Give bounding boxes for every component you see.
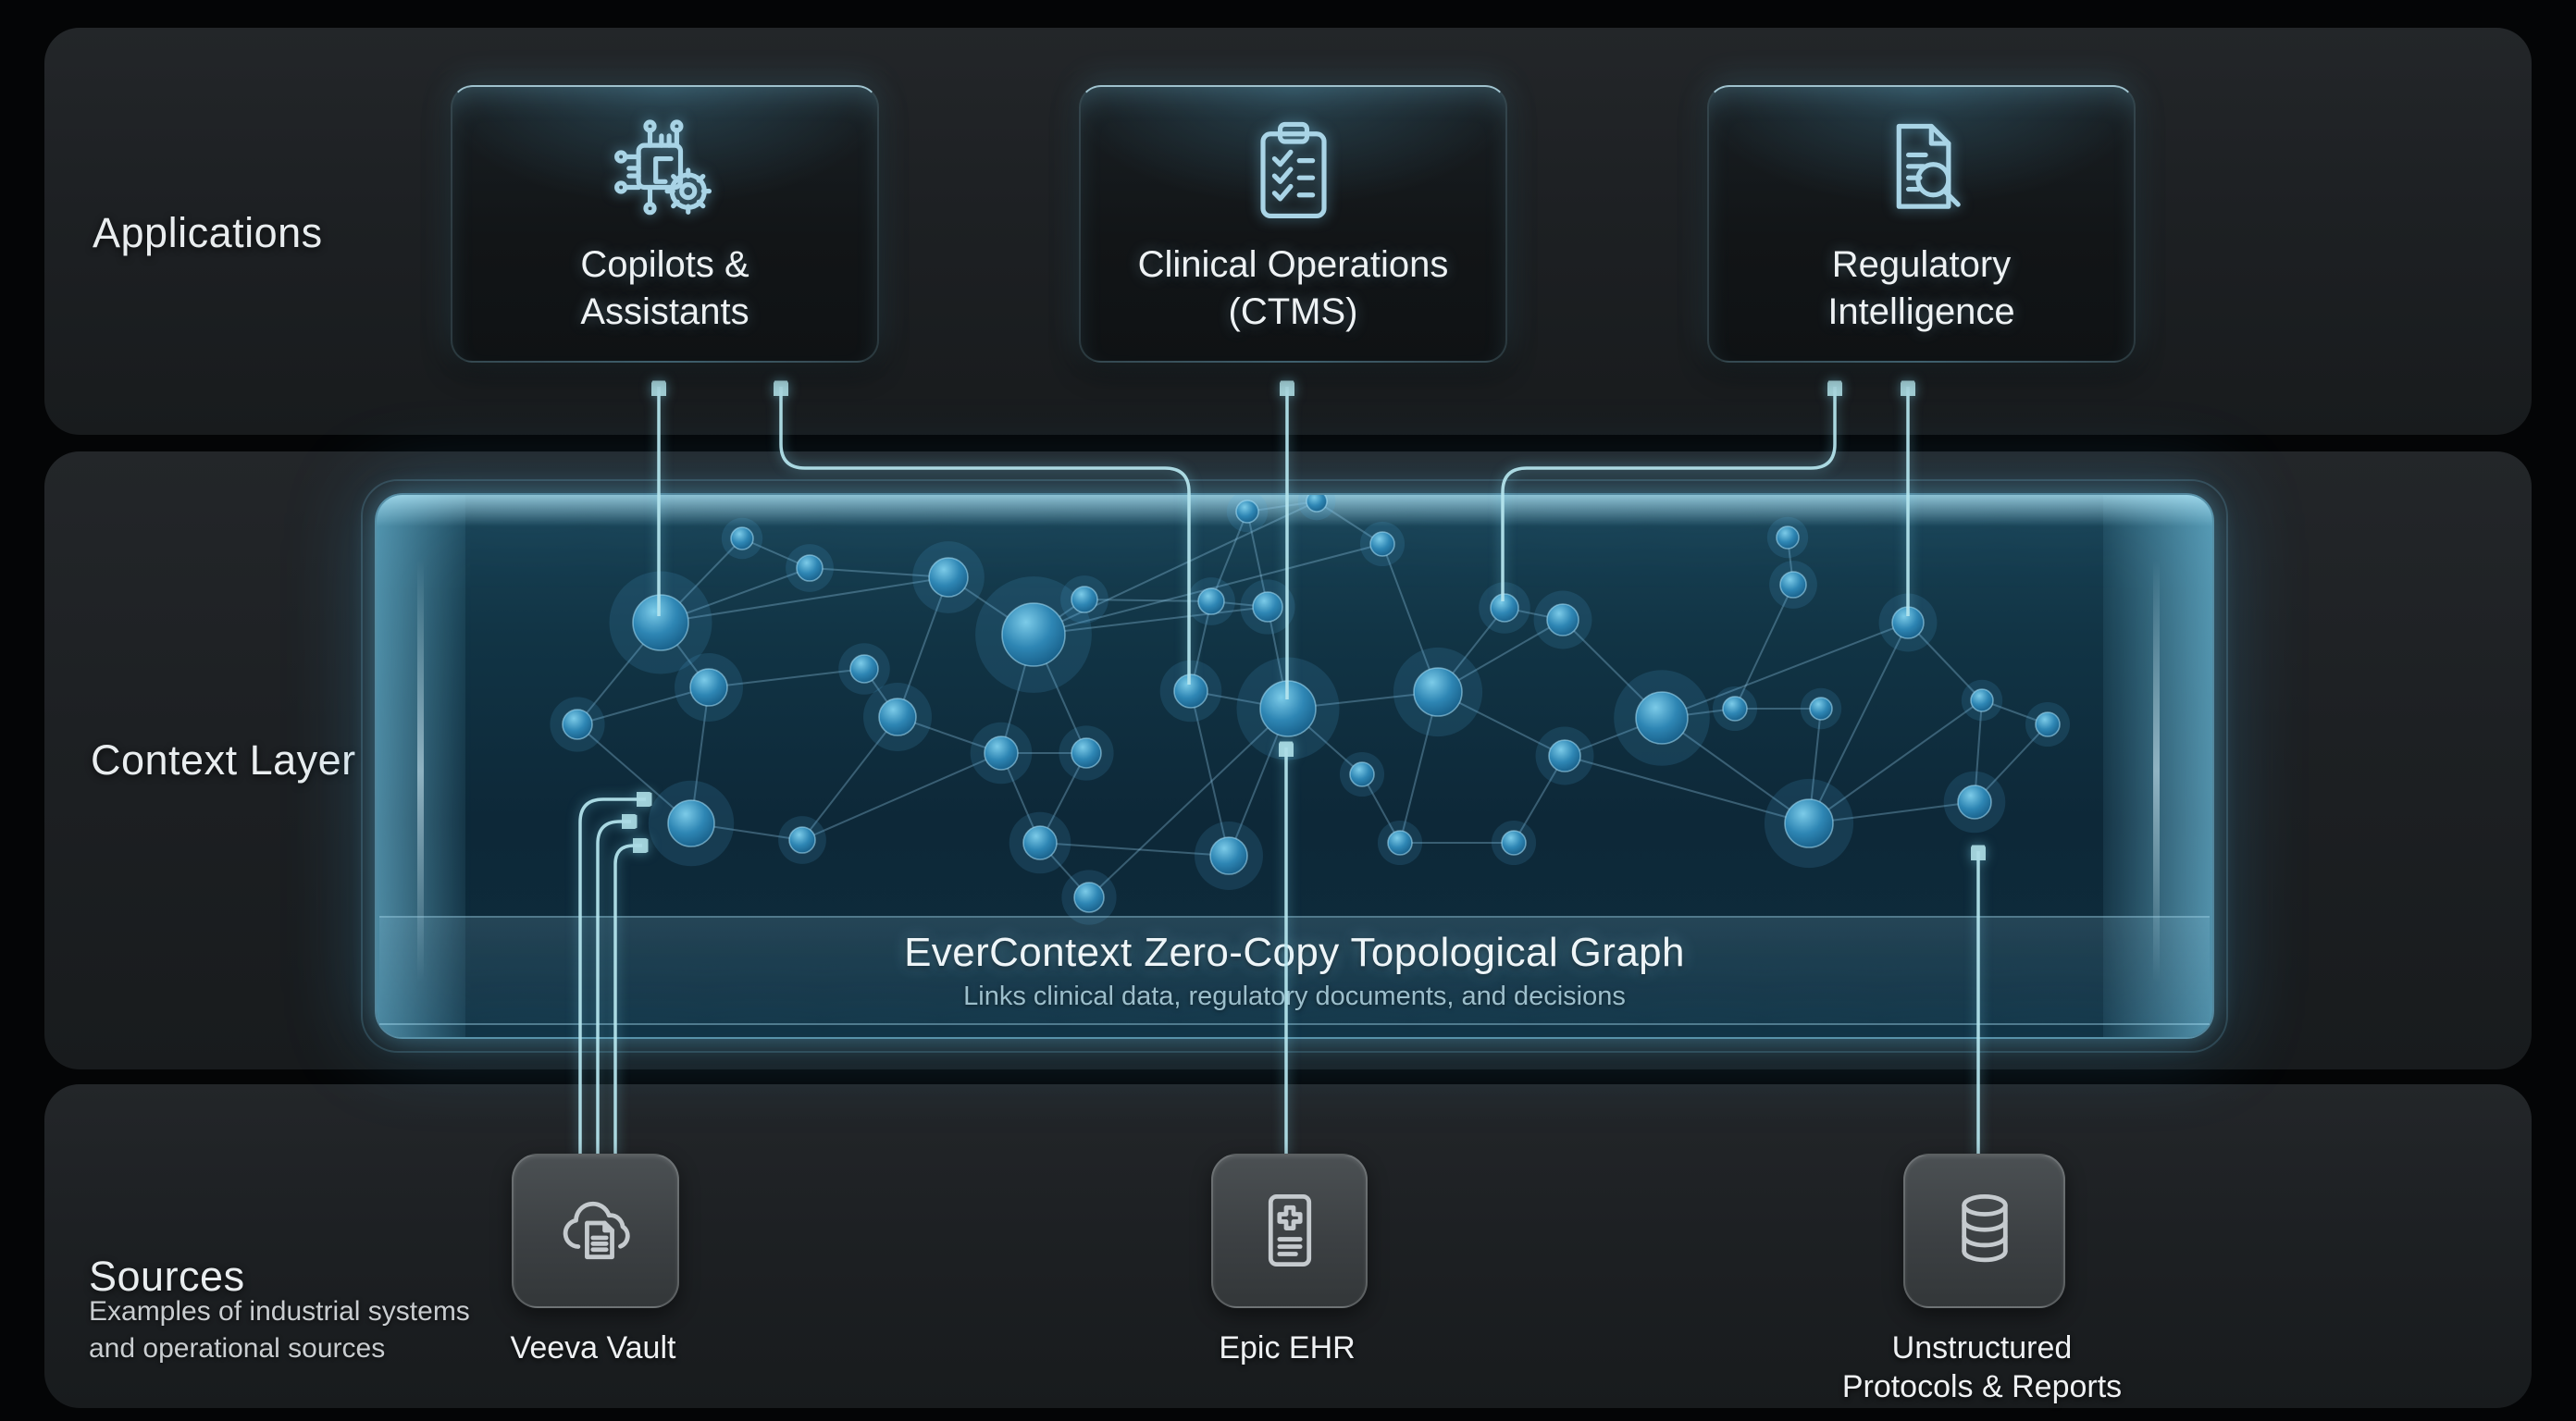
applications-layer-label: Applications xyxy=(93,209,323,256)
graph-node xyxy=(1413,667,1463,717)
graph-edge xyxy=(576,723,692,824)
graph-node xyxy=(1235,500,1259,524)
sources-layer-label: Sources xyxy=(89,1253,245,1300)
graph-edge xyxy=(1808,699,1983,824)
graph-node xyxy=(1369,531,1395,557)
graph-node xyxy=(1071,737,1102,769)
graph-edge xyxy=(1316,500,1383,545)
app-card-copilots-label: Copilots & Assistants xyxy=(580,244,749,332)
graph-node xyxy=(1490,593,1519,623)
graph-edge xyxy=(1381,543,1439,693)
graph-node xyxy=(730,526,754,550)
graph-node xyxy=(1349,761,1375,787)
graph-node xyxy=(667,799,715,847)
app-card-clinical-operations-label: Clinical Operations (CTMS) xyxy=(1137,244,1449,332)
graph-node xyxy=(1071,586,1098,613)
graph-node xyxy=(788,826,816,854)
graph-node xyxy=(689,668,728,707)
graph-node xyxy=(1548,739,1581,772)
graph-node xyxy=(632,594,689,651)
graph-node xyxy=(1635,691,1689,745)
graph-node xyxy=(1776,525,1800,550)
source-tile-veeva-vault xyxy=(512,1154,679,1308)
graph-node xyxy=(1001,602,1066,667)
graph-edge xyxy=(801,752,1002,841)
graph-edge xyxy=(1564,755,1810,824)
graph-node xyxy=(1252,591,1283,623)
graph-node xyxy=(1784,798,1834,848)
graph-node xyxy=(928,557,969,598)
graph-node xyxy=(984,735,1019,771)
context-layer-panel: Context Layer EverContext Zer xyxy=(44,451,2532,1069)
graph-node xyxy=(1173,673,1208,709)
source-label-epic-ehr: Epic EHR xyxy=(1219,1330,1356,1365)
glass-box-left-wall xyxy=(377,495,465,1037)
graph-node xyxy=(796,554,824,582)
graph-edge xyxy=(801,716,898,841)
applications-layer-panel: Applications Copilots & xyxy=(44,28,2532,435)
graph-node xyxy=(1779,571,1807,599)
graph-edge xyxy=(1210,511,1248,602)
context-graph-box: EverContext Zero-Copy Topological Graph … xyxy=(361,479,2228,1053)
graph-edge xyxy=(1513,755,1566,844)
graph-edge xyxy=(576,686,710,725)
graph-edge xyxy=(1246,511,1269,608)
graph-node xyxy=(1387,830,1413,856)
document-search-icon xyxy=(1861,111,1983,233)
graph-node xyxy=(1022,825,1058,860)
graph-node xyxy=(1209,836,1248,875)
graph-title: EverContext Zero-Copy Topological Graph xyxy=(904,930,1685,975)
graph-edge xyxy=(1808,622,1909,824)
cloud-document-icon xyxy=(549,1183,643,1278)
graph-edge xyxy=(1088,708,1289,898)
glass-box-outer-frame xyxy=(361,479,2228,1053)
graph-edge xyxy=(1734,584,1794,710)
graph-edge xyxy=(1661,717,1810,824)
graph-edge xyxy=(1361,773,1401,844)
app-card-copilots: Copilots & Assistants xyxy=(451,85,879,363)
source-tile-unstructured xyxy=(1903,1154,2065,1308)
context-layer-label: Context Layer xyxy=(91,736,356,784)
graph-edge xyxy=(1808,801,1975,824)
graph-node xyxy=(1501,830,1527,856)
graph-node xyxy=(878,698,917,736)
graph-node xyxy=(1957,785,1992,820)
graph-node xyxy=(1546,603,1579,636)
medical-document-icon xyxy=(1243,1183,1337,1278)
graph-caption-band: EverContext Zero-Copy Topological Graph … xyxy=(379,916,2210,1025)
graph-node xyxy=(1722,696,1748,722)
sources-description: Examples of industrial systems and opera… xyxy=(89,1296,470,1365)
graph-edge xyxy=(1399,691,1439,844)
chip-gear-icon xyxy=(604,111,726,233)
app-card-regulatory-intelligence-label: Regulatory Intelligence xyxy=(1827,244,2015,332)
graph-node xyxy=(562,709,593,740)
graph-node xyxy=(1073,882,1105,913)
graph-node xyxy=(1970,688,1994,712)
graph-subtitle: Links clinical data, regulatory document… xyxy=(963,982,1626,1011)
graph-node xyxy=(1259,680,1317,737)
graph-edge xyxy=(1039,842,1230,857)
graph-edge xyxy=(1907,622,1983,701)
graph-edge xyxy=(1190,690,1230,857)
graph-node xyxy=(2035,711,2061,737)
source-label-veeva-vault: Veeva Vault xyxy=(510,1330,676,1365)
graph-node xyxy=(1891,606,1925,639)
graph-node xyxy=(849,654,879,684)
source-label-unstructured: Unstructured Protocols & Reports xyxy=(1841,1330,2123,1405)
graph-node xyxy=(1809,697,1833,721)
graph-node xyxy=(1306,495,1328,513)
sources-layer-panel: Sources Examples of industrial systems a… xyxy=(44,1084,2532,1408)
source-tile-epic-ehr xyxy=(1211,1154,1368,1308)
app-card-regulatory-intelligence: Regulatory Intelligence xyxy=(1707,85,2136,363)
graph-node xyxy=(1197,587,1225,615)
graph-edge xyxy=(1974,723,2049,803)
app-card-clinical-operations: Clinical Operations (CTMS) xyxy=(1079,85,1507,363)
graph-edge xyxy=(1661,622,1909,719)
clipboard-checklist-icon xyxy=(1232,111,1355,233)
database-icon xyxy=(1938,1183,2032,1278)
glass-box-right-wall xyxy=(2103,495,2212,1037)
